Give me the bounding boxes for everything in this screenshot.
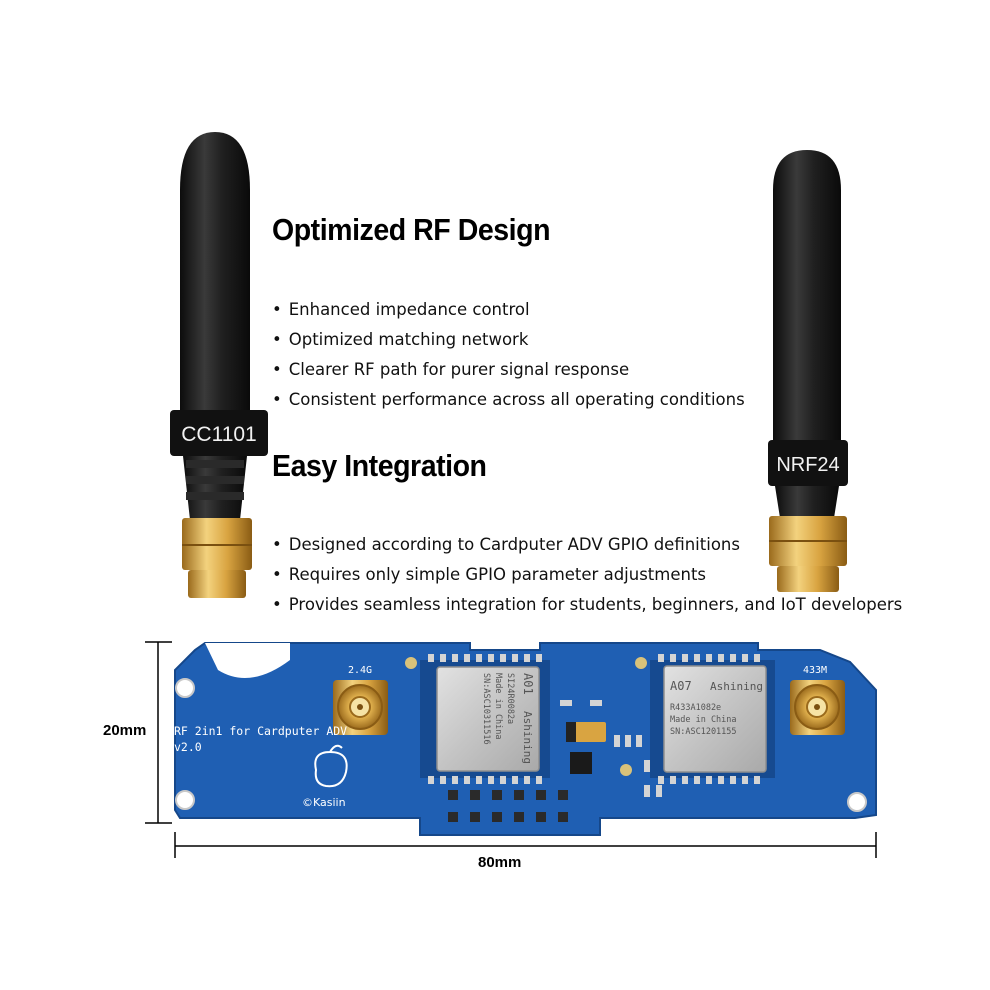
label-433m: 433M bbox=[803, 665, 827, 676]
list-item: Designed according to Cardputer ADV GPIO… bbox=[272, 530, 902, 560]
pcb-board: 2.4G 433M RF 2in1 for Cardputer ADV v2.0… bbox=[174, 642, 877, 836]
regulator-chip bbox=[570, 752, 592, 774]
board-version: v2.0 bbox=[174, 740, 202, 754]
label-24g: 2.4G bbox=[348, 665, 372, 676]
antenna-label-cc1101: CC1101 bbox=[181, 423, 257, 446]
rf-module-a07: A07 Ashining R433A1082e Made in China SN… bbox=[650, 654, 775, 784]
dimension-width: 80mm bbox=[478, 854, 522, 871]
module1-code: A01 bbox=[521, 673, 535, 695]
rf-module-a01: A01 Ashining SI24R0082a Made in China SN… bbox=[420, 654, 550, 784]
sma-connector-433m bbox=[790, 680, 845, 735]
heading-rf-design: Optimized RF Design bbox=[272, 212, 551, 247]
module1-line3: SN:ASC10311516 bbox=[481, 673, 491, 745]
antenna-cc1101: CC1101 bbox=[170, 132, 268, 598]
antenna-label-nrf24: NRF24 bbox=[776, 454, 839, 476]
module1-brand: Ashining bbox=[521, 711, 534, 764]
list-item: Requires only simple GPIO parameter adju… bbox=[272, 560, 902, 590]
list-item: Optimized matching network bbox=[272, 325, 745, 355]
module2-code: A07 bbox=[670, 679, 692, 693]
dimension-height: 20mm bbox=[103, 722, 147, 739]
antenna-nrf24: NRF24 bbox=[768, 150, 848, 592]
gpio-header bbox=[448, 790, 568, 822]
module2-brand: Ashining bbox=[710, 680, 763, 693]
brand-label: ©Kasiin bbox=[302, 796, 346, 809]
module1-line2: Made in China bbox=[493, 673, 503, 740]
rf-design-list: Enhanced impedance control Optimized mat… bbox=[272, 295, 745, 415]
sma-connector-24g bbox=[333, 680, 388, 735]
list-item: Provides seamless integration for studen… bbox=[272, 590, 903, 620]
list-item: Enhanced impedance control bbox=[272, 295, 745, 325]
module2-line2: Made in China bbox=[670, 715, 737, 725]
list-item: Clearer RF path for purer signal respons… bbox=[272, 355, 745, 385]
logo-icon bbox=[314, 744, 348, 788]
heading-easy-integration: Easy Integration bbox=[272, 448, 487, 483]
dimension-lines bbox=[145, 641, 877, 858]
module2-line3: SN:ASC1201155 bbox=[670, 727, 737, 737]
list-item: Consistent performance across all operat… bbox=[272, 385, 745, 415]
module1-line1: SI24R0082a bbox=[505, 673, 515, 724]
integration-list: Designed according to Cardputer ADV GPIO… bbox=[272, 530, 903, 620]
module2-line1: R433A1082e bbox=[670, 703, 721, 713]
board-title: RF 2in1 for Cardputer ADV bbox=[174, 724, 347, 738]
